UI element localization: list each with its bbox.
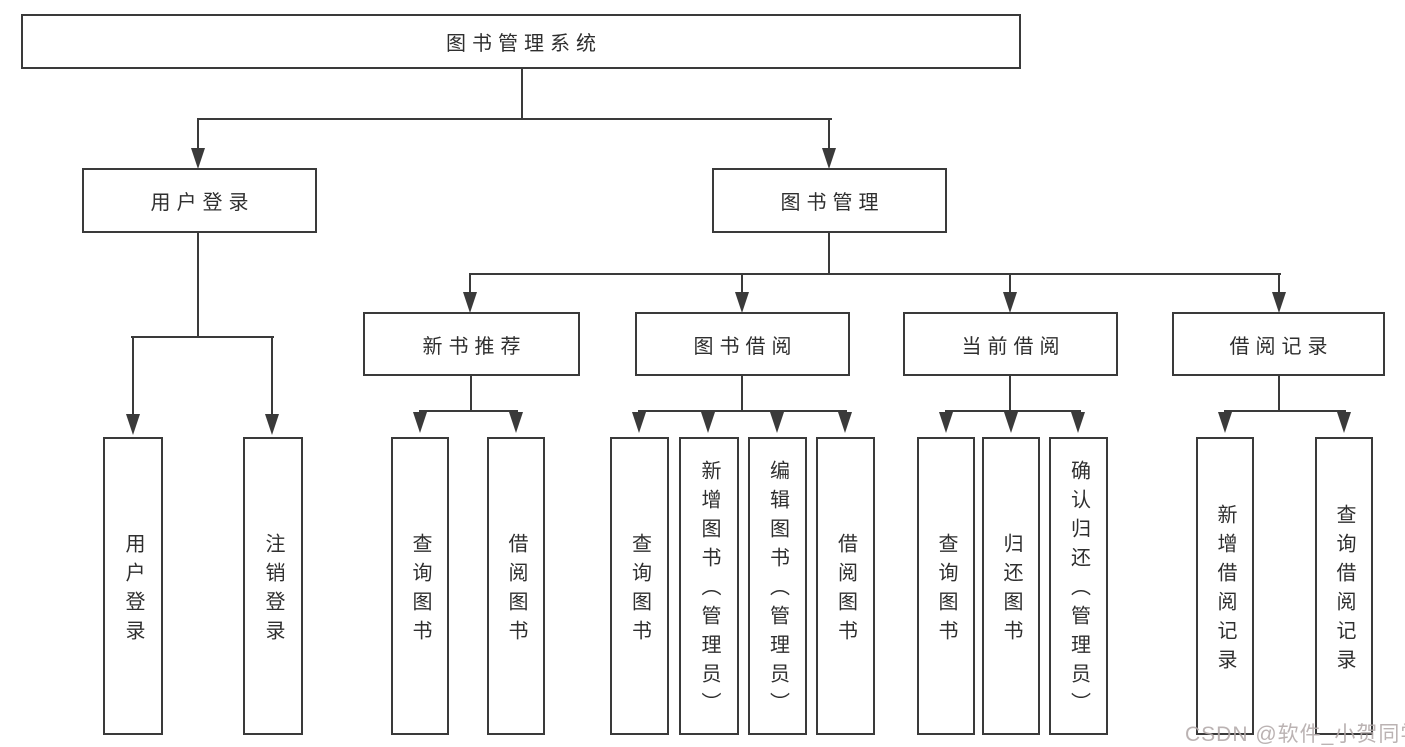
connector-user-login-stem-1 [132, 336, 134, 415]
section-new-book-recommendation-label: 新书推荐 [422, 335, 527, 358]
branch-book-management: 图书管理 [712, 168, 947, 233]
connector-borrowing-records-vline [1278, 376, 1280, 411]
section-new-book-recommendation: 新书推荐 [363, 312, 580, 376]
leaf-borrow-books-borrowing-label: 借阅图书 [834, 532, 857, 649]
leaf-borrow-books-recommend: 借阅图书 [487, 437, 545, 735]
connector-borrowing-records-arrowhead-2 [1337, 412, 1351, 433]
connector-root-hbar [197, 118, 832, 120]
root-node-label: 图书管理系统 [446, 33, 602, 55]
connector-borrowing-records-hbar [1224, 410, 1346, 412]
connector-book-borrowing-arrowhead-1 [632, 412, 646, 433]
connector-user-login-stem-2 [271, 336, 273, 415]
leaf-add-borrow-record-label: 新增借阅记录 [1214, 503, 1236, 678]
leaf-query-books-recommend-label: 查询图书 [409, 532, 431, 649]
leaf-query-books-current: 查询图书 [917, 437, 975, 735]
leaf-confirm-return-admin-label: 确认归还（管理员） [1067, 460, 1090, 721]
connector-book-management-stem-4 [1278, 273, 1280, 294]
connector-new-book-hbar [419, 410, 518, 412]
connector-book-management-vline [828, 233, 830, 274]
leaf-return-books-label: 归还图书 [1000, 532, 1022, 649]
connector-root-stem-left [197, 118, 199, 150]
section-borrowing-records: 借阅记录 [1172, 312, 1385, 376]
connector-user-login-vline [197, 233, 199, 337]
connector-new-book-arrowhead-1 [413, 412, 427, 433]
connector-user-login-arrowhead-1 [126, 414, 140, 435]
connector-book-management-stem-3 [1009, 273, 1011, 294]
connector-current-borrowing-arrowhead-2 [1004, 412, 1018, 433]
leaf-query-borrow-record: 查询借阅记录 [1315, 437, 1373, 735]
connector-book-borrowing-arrowhead-2 [701, 412, 715, 433]
branch-user-login-label: 用户登录 [150, 192, 255, 214]
section-current-borrowing-label: 当前借阅 [961, 335, 1066, 358]
connector-book-borrowing-arrowhead-4 [838, 412, 852, 433]
watermark-text: CSDN @软件_小贺同学 [1185, 723, 1405, 746]
connector-current-borrowing-arrowhead-1 [939, 412, 953, 433]
leaf-borrow-books-recommend-label: 借阅图书 [505, 532, 527, 649]
branch-user-login: 用户登录 [82, 168, 317, 233]
leaf-borrow-books-borrowing: 借阅图书 [816, 437, 875, 735]
connector-book-management-hbar [469, 273, 1281, 275]
leaf-logout: 注销登录 [243, 437, 303, 735]
connector-user-login-arrowhead-2 [265, 414, 279, 435]
connector-root-arrowhead-left [191, 148, 205, 169]
branch-book-management-label: 图书管理 [780, 192, 885, 214]
connector-book-management-arrowhead-2 [735, 292, 749, 313]
leaf-logout-label: 注销登录 [262, 532, 284, 649]
connector-book-borrowing-vline [741, 376, 743, 411]
leaf-user-login-label: 用户登录 [122, 532, 144, 649]
connector-new-book-arrowhead-2 [509, 412, 523, 433]
leaf-edit-books-admin-label: 编辑图书（管理员） [766, 460, 789, 721]
leaf-add-borrow-record: 新增借阅记录 [1196, 437, 1254, 735]
connector-book-management-stem-2 [741, 273, 743, 294]
leaf-query-books-recommend: 查询图书 [391, 437, 449, 735]
leaf-add-books-admin-label: 新增图书（管理员） [698, 460, 720, 721]
leaf-user-login: 用户登录 [103, 437, 163, 735]
leaf-query-books-borrowing-label: 查询图书 [628, 532, 651, 649]
leaf-query-books-current-label: 查询图书 [935, 532, 957, 649]
connector-current-borrowing-arrowhead-3 [1071, 412, 1085, 433]
connector-book-management-arrowhead-4 [1272, 292, 1286, 313]
connector-book-management-stem-1 [469, 273, 471, 294]
leaf-confirm-return-admin: 确认归还（管理员） [1049, 437, 1108, 735]
section-current-borrowing: 当前借阅 [903, 312, 1118, 376]
connector-book-borrowing-arrowhead-3 [770, 412, 784, 433]
connector-borrowing-records-arrowhead-1 [1218, 412, 1232, 433]
leaf-add-books-admin: 新增图书（管理员） [679, 437, 739, 735]
section-book-borrowing: 图书借阅 [635, 312, 850, 376]
connector-current-borrowing-vline [1009, 376, 1011, 411]
connector-root-stem-right [828, 118, 830, 150]
leaf-return-books: 归还图书 [982, 437, 1040, 735]
connector-user-login-hbar [131, 336, 274, 338]
root-node-library-management-system: 图书管理系统 [21, 14, 1021, 69]
connector-new-book-vline [470, 376, 472, 411]
connector-root-arrowhead-right [822, 148, 836, 169]
connector-current-borrowing-hbar [945, 410, 1081, 412]
connector-book-management-arrowhead-3 [1003, 292, 1017, 313]
connector-book-management-arrowhead-1 [463, 292, 477, 313]
connector-book-borrowing-hbar [638, 410, 847, 412]
leaf-edit-books-admin: 编辑图书（管理员） [748, 437, 807, 735]
leaf-query-books-borrowing: 查询图书 [610, 437, 669, 735]
leaf-query-borrow-record-label: 查询借阅记录 [1333, 503, 1355, 678]
section-book-borrowing-label: 图书借阅 [693, 335, 798, 358]
connector-root-vline [521, 69, 523, 119]
section-borrowing-records-label: 借阅记录 [1229, 335, 1334, 358]
